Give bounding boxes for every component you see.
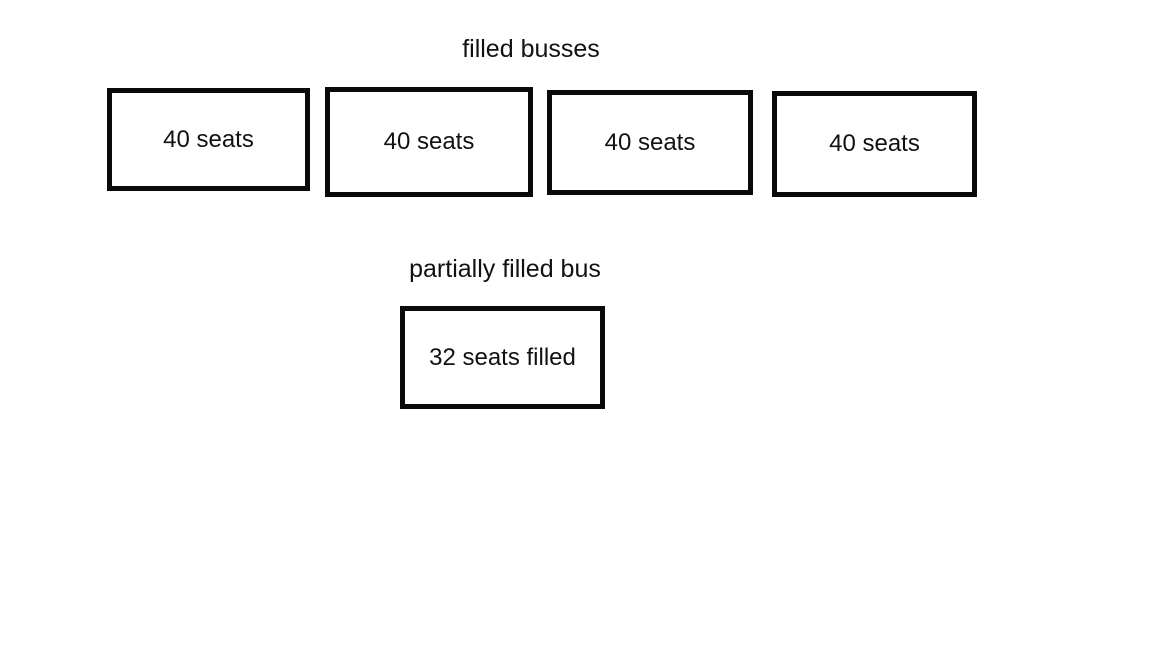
filled-bus-box-1: 40 seats bbox=[107, 88, 310, 191]
filled-bus-box-4: 40 seats bbox=[772, 91, 977, 197]
filled-busses-title: filled busses bbox=[462, 35, 600, 63]
filled-bus-box-3: 40 seats bbox=[547, 90, 753, 195]
bus-capacity-label: 40 seats bbox=[383, 128, 475, 155]
filled-bus-box-2: 40 seats bbox=[325, 87, 533, 197]
bus-seats-filled-label: 32 seats filled bbox=[429, 343, 576, 371]
bus-capacity-label: 40 seats bbox=[163, 125, 254, 153]
partially-filled-bus-box: 32 seats filled bbox=[400, 306, 605, 409]
partially-filled-bus-title: partially filled bus bbox=[409, 255, 601, 283]
bus-capacity-label: 40 seats bbox=[829, 130, 920, 157]
bus-capacity-label: 40 seats bbox=[604, 128, 696, 156]
